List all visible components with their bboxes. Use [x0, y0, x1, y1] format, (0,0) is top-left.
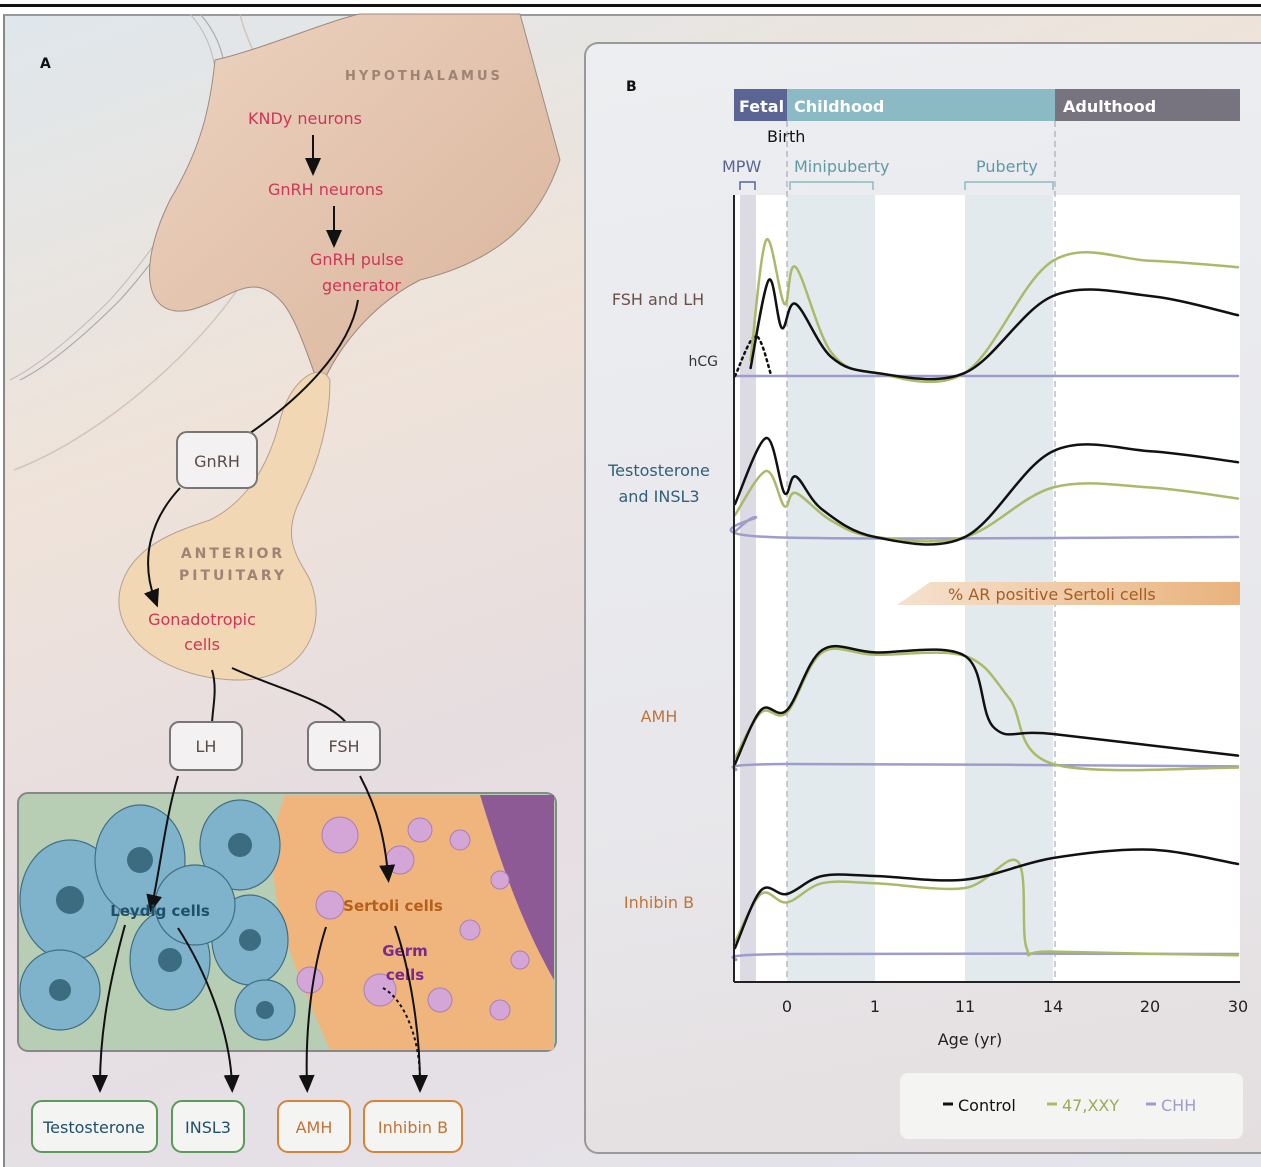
connector-line [239, 299, 359, 441]
period-label-puberty: Puberty [976, 157, 1038, 176]
arrow-icon [394, 925, 428, 1093]
ar-positive-band [897, 582, 1240, 605]
mpw-shade [740, 195, 756, 982]
period-label-minipuberty: Minipuberty [794, 157, 889, 176]
fsh-box [307, 721, 381, 771]
legend-label-control: Control [958, 1096, 1016, 1115]
x-tick-label: 30 [1228, 997, 1248, 1016]
legend-box [900, 1073, 1243, 1139]
row-label-hcg: hCG [689, 354, 719, 370]
legend-label-chh: CHH [1161, 1096, 1196, 1115]
series-line-inhibin-b-control [733, 848, 1240, 950]
anterior-label: ANTERIOR [181, 546, 285, 562]
x-tick-label: 11 [955, 997, 975, 1016]
stage-label-fetal: Fetal [739, 97, 784, 116]
x-tick-label: 14 [1043, 997, 1063, 1016]
stage-bar-fetal [734, 89, 787, 121]
germ-cells-label-1: Germ [382, 942, 428, 960]
birth-label: Birth [767, 127, 805, 146]
series-line-amh-47xxy [733, 647, 1240, 772]
puberty-bracket [964, 181, 1054, 190]
arrow-icon [177, 927, 240, 1093]
top-rule [0, 4, 1261, 7]
stage-label-adulthood: Adulthood [1063, 97, 1156, 116]
x-axis-label: Age (yr) [938, 1030, 1003, 1049]
row-label-fsh-lh: FSH and LH [612, 290, 704, 309]
x-tick-label: 0 [782, 997, 792, 1016]
x-tick-label: 1 [870, 997, 880, 1016]
series-line-amh-chh [731, 762, 1240, 772]
hypothalamus-shape [149, 13, 561, 392]
arrow-icon [146, 775, 179, 913]
stage-bar-childhood [787, 89, 1055, 121]
legend-label-xxy: 47,XXY [1062, 1096, 1119, 1115]
lh-box-label: LH [196, 737, 217, 756]
arrow-icon [144, 487, 181, 608]
row-label-inhibin-b: Inhibin B [624, 893, 694, 912]
pituitary-shape [118, 371, 331, 681]
arrow-icon [359, 775, 396, 883]
gnrh-box-label: GnRH [194, 452, 240, 471]
mpw-bracket [739, 181, 756, 190]
arrow-icon [92, 924, 126, 1093]
sertoli-cells-label: Sertoli cells [343, 897, 443, 915]
ar-band-label: % AR positive Sertoli cells [948, 585, 1156, 604]
gonadotropic-label-1: Gonadotropic [148, 610, 256, 629]
pituitary-label: PITUITARY [179, 568, 287, 584]
series-line-testosterone-and-insl3-chh [729, 515, 1240, 540]
output-box-testosterone [31, 1100, 158, 1153]
germ-cells-label-2: cells [386, 966, 424, 984]
hypothalamus-label: HYPOTHALAMUS [345, 69, 503, 84]
minipuberty-bracket [789, 181, 874, 190]
arrow-icon [298, 926, 327, 1093]
minipuberty-shade [787, 195, 875, 982]
panel-a-letter: A [40, 56, 51, 72]
fsh-box-label: FSH [328, 737, 359, 756]
panel-b-letter: B [626, 79, 637, 95]
pulse-generator-label-1: GnRH pulse [310, 250, 404, 269]
row-label-amh: AMH [641, 707, 678, 726]
row-label-insl3: and INSL3 [618, 487, 699, 506]
series-line-amh-control [733, 644, 1240, 766]
output-box-insl3 [171, 1100, 245, 1153]
output-label-inhibin-b: Inhibin B [378, 1118, 448, 1137]
row-label-testosterone: Testosterone [607, 461, 710, 480]
gonadotropic-label-2: cells [184, 635, 220, 654]
testis-tissue-illustration [17, 792, 557, 1052]
stage-label-childhood: Childhood [794, 97, 884, 116]
leydig-cells-label: Leydig cells [110, 902, 210, 920]
output-label-amh: AMH [296, 1118, 333, 1137]
dotted-arrow-icon [382, 987, 421, 1081]
x-tick-label: 20 [1140, 997, 1160, 1016]
output-box-amh [277, 1100, 351, 1153]
period-label-mpw: MPW [722, 157, 761, 176]
kndy-neurons-label: KNDy neurons [248, 109, 362, 128]
series-line-testosterone-and-insl3-control [733, 436, 1240, 546]
lh-box [169, 721, 243, 771]
output-label-insl3: INSL3 [185, 1118, 231, 1137]
output-label-testosterone: Testosterone [42, 1118, 145, 1137]
connector-line [231, 667, 349, 726]
pulse-generator-label-2: generator [322, 276, 401, 295]
gnrh-box [176, 431, 258, 489]
series-line-fsh-and-lh-hcg [733, 334, 773, 378]
output-box-inhibin-b [363, 1100, 463, 1153]
gnrh-neurons-label: GnRH neurons [268, 180, 383, 199]
series-line-inhibin-b-47xxy [733, 858, 1240, 957]
stage-bar-adulthood [1055, 89, 1240, 121]
series-line-fsh-and-lh-control [749, 278, 1240, 381]
